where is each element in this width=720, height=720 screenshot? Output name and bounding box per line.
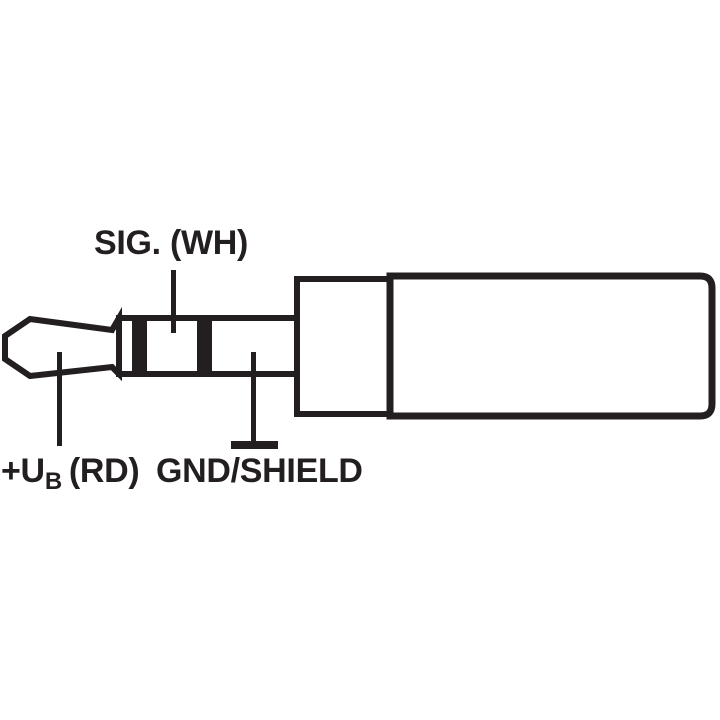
insulator-band-2 [197, 315, 212, 377]
supply-label-suffix: (RD) [68, 452, 140, 490]
ground-symbol [231, 441, 278, 449]
jack-collar [294, 276, 393, 417]
supply-label-subscript: B [44, 468, 62, 495]
jack-body [386, 272, 716, 420]
supply-label-prefix: +U [1, 452, 45, 490]
insulator-band-1 [132, 315, 147, 377]
ground-label-text: GND/SHIELD [156, 452, 363, 490]
signal-label-text: SIG. (WH) [94, 224, 249, 262]
signal-label: SIG. (WH) [94, 226, 248, 260]
ground-label: GND/SHIELD [156, 454, 363, 488]
supply-label: +UB(RD) [1, 452, 140, 494]
